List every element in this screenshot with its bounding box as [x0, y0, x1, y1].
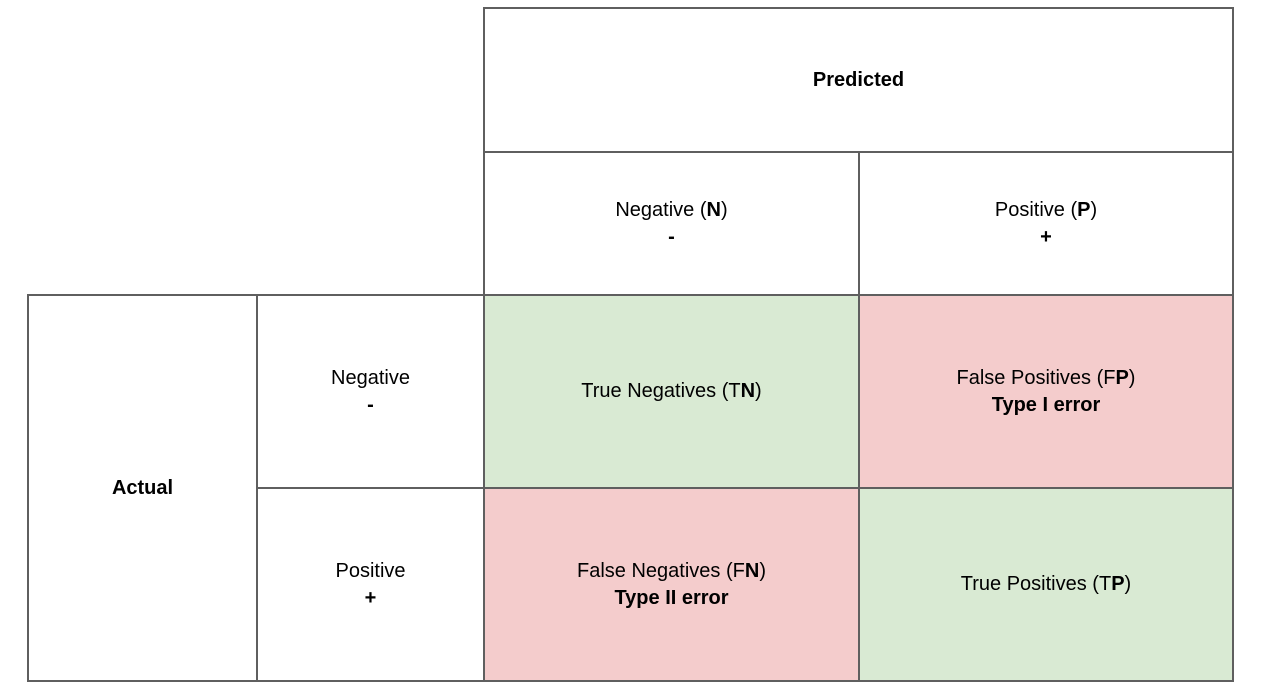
- predicted-positive-label: Positive (P): [994, 199, 1098, 221]
- actual-positive-label: Positive: [335, 560, 406, 582]
- false-positives-cell: False Positives (FP) Type I error: [858, 294, 1234, 489]
- true-negatives-cell: True Negatives (TN): [483, 294, 860, 489]
- true-positives-cell: True Positives (TP): [858, 487, 1234, 682]
- actual-positive-sign: +: [364, 587, 377, 609]
- predicted-positive-header: Positive (P) +: [858, 151, 1234, 296]
- actual-negative-sign: -: [367, 394, 374, 416]
- predicted-positive-sign: +: [1040, 226, 1052, 248]
- false-negatives-label: False Negatives (FN): [577, 559, 766, 582]
- actual-negative-label: Negative: [331, 367, 410, 389]
- false-negatives-cell: False Negatives (FN) Type II error: [483, 487, 860, 682]
- actual-negative-header: Negative -: [256, 294, 485, 489]
- predicted-negative-sign: -: [668, 226, 675, 248]
- predicted-negative-label: Negative (N): [615, 199, 728, 221]
- false-positives-label: False Positives (FP): [956, 366, 1136, 389]
- actual-header: Actual: [27, 294, 258, 682]
- type-ii-error-label: Type II error: [614, 586, 729, 609]
- type-i-error-label: Type I error: [991, 393, 1101, 416]
- true-positives-label: True Positives (TP): [960, 573, 1132, 595]
- actual-title: Actual: [111, 476, 174, 499]
- predicted-header: Predicted: [483, 7, 1234, 153]
- true-negatives-label: True Negatives (TN): [581, 380, 762, 402]
- predicted-negative-header: Negative (N) -: [483, 151, 860, 296]
- actual-positive-header: Positive +: [256, 487, 485, 682]
- predicted-title: Predicted: [812, 68, 905, 91]
